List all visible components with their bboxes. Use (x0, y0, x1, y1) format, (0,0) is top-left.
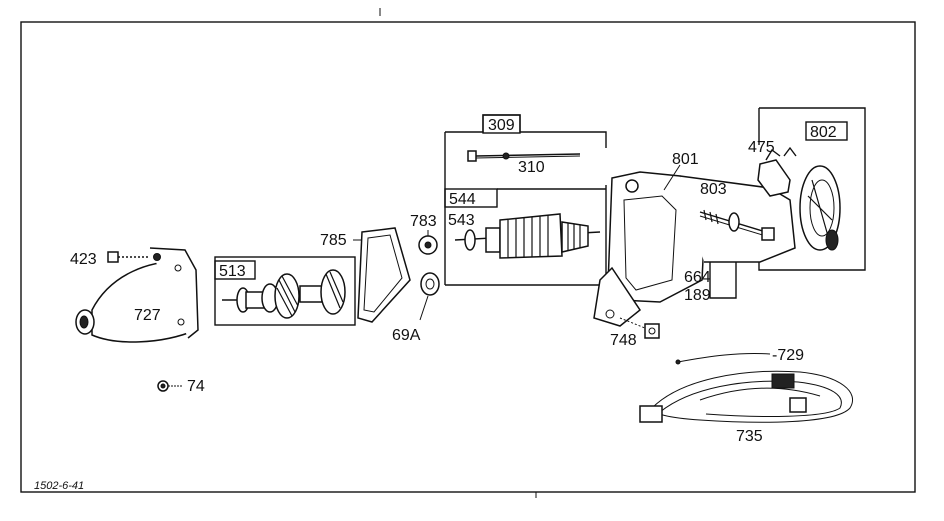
group-309-outline-top (445, 114, 607, 148)
callout-783: 783 (410, 213, 437, 230)
gasket-785-part (357, 227, 411, 323)
group-544-label: 544 (449, 191, 476, 208)
group-513-box (214, 256, 356, 326)
end-cover-part (75, 247, 199, 343)
callout-729: -729 (772, 347, 804, 364)
leader-801 (663, 164, 681, 191)
end-head-802-part (799, 165, 841, 251)
wire-729-part (675, 352, 771, 365)
nut-74-part (157, 380, 182, 392)
callout-801: 801 (672, 151, 699, 168)
brush-set-475-part (757, 146, 797, 197)
callout-423: 423 (70, 251, 97, 268)
outer-frame (20, 21, 916, 493)
drive-gear-assembly-part (222, 269, 346, 319)
callout-69a: 69A (392, 327, 421, 344)
callout-748: 748 (610, 332, 637, 349)
group-513-label: 513 (219, 263, 246, 280)
group-802-label: 802 (810, 124, 837, 141)
group-309-label: 309 (488, 117, 515, 134)
callout-785: 785 (320, 232, 347, 249)
group-544-tag (444, 188, 498, 208)
group-513-tag (214, 260, 256, 280)
through-bolt-310-part (467, 150, 581, 162)
callout-189: 189 (684, 287, 711, 304)
callout-664: 664 (684, 269, 711, 286)
group-802-outline (758, 107, 866, 271)
drawing-code: 1502-6-41 (34, 480, 84, 492)
callout-735: 735 (736, 428, 763, 445)
nut-748-part (619, 317, 660, 339)
screw-423-part (107, 251, 161, 263)
callout-803: 803 (700, 181, 727, 198)
bolt-803-part (699, 209, 775, 241)
callout-727: 727 (134, 307, 161, 324)
washer-783-part (418, 230, 438, 255)
callout-475: 475 (748, 139, 775, 156)
group-802-tag (805, 121, 848, 141)
callout-310: 310 (518, 159, 545, 176)
callout-74: 74 (187, 378, 205, 395)
callout-543: 543 (448, 212, 475, 229)
armature-543-part (454, 213, 601, 259)
group-309-tag (482, 114, 521, 134)
washer-69a-part (419, 272, 440, 321)
cable-assembly-735-part (639, 370, 853, 423)
